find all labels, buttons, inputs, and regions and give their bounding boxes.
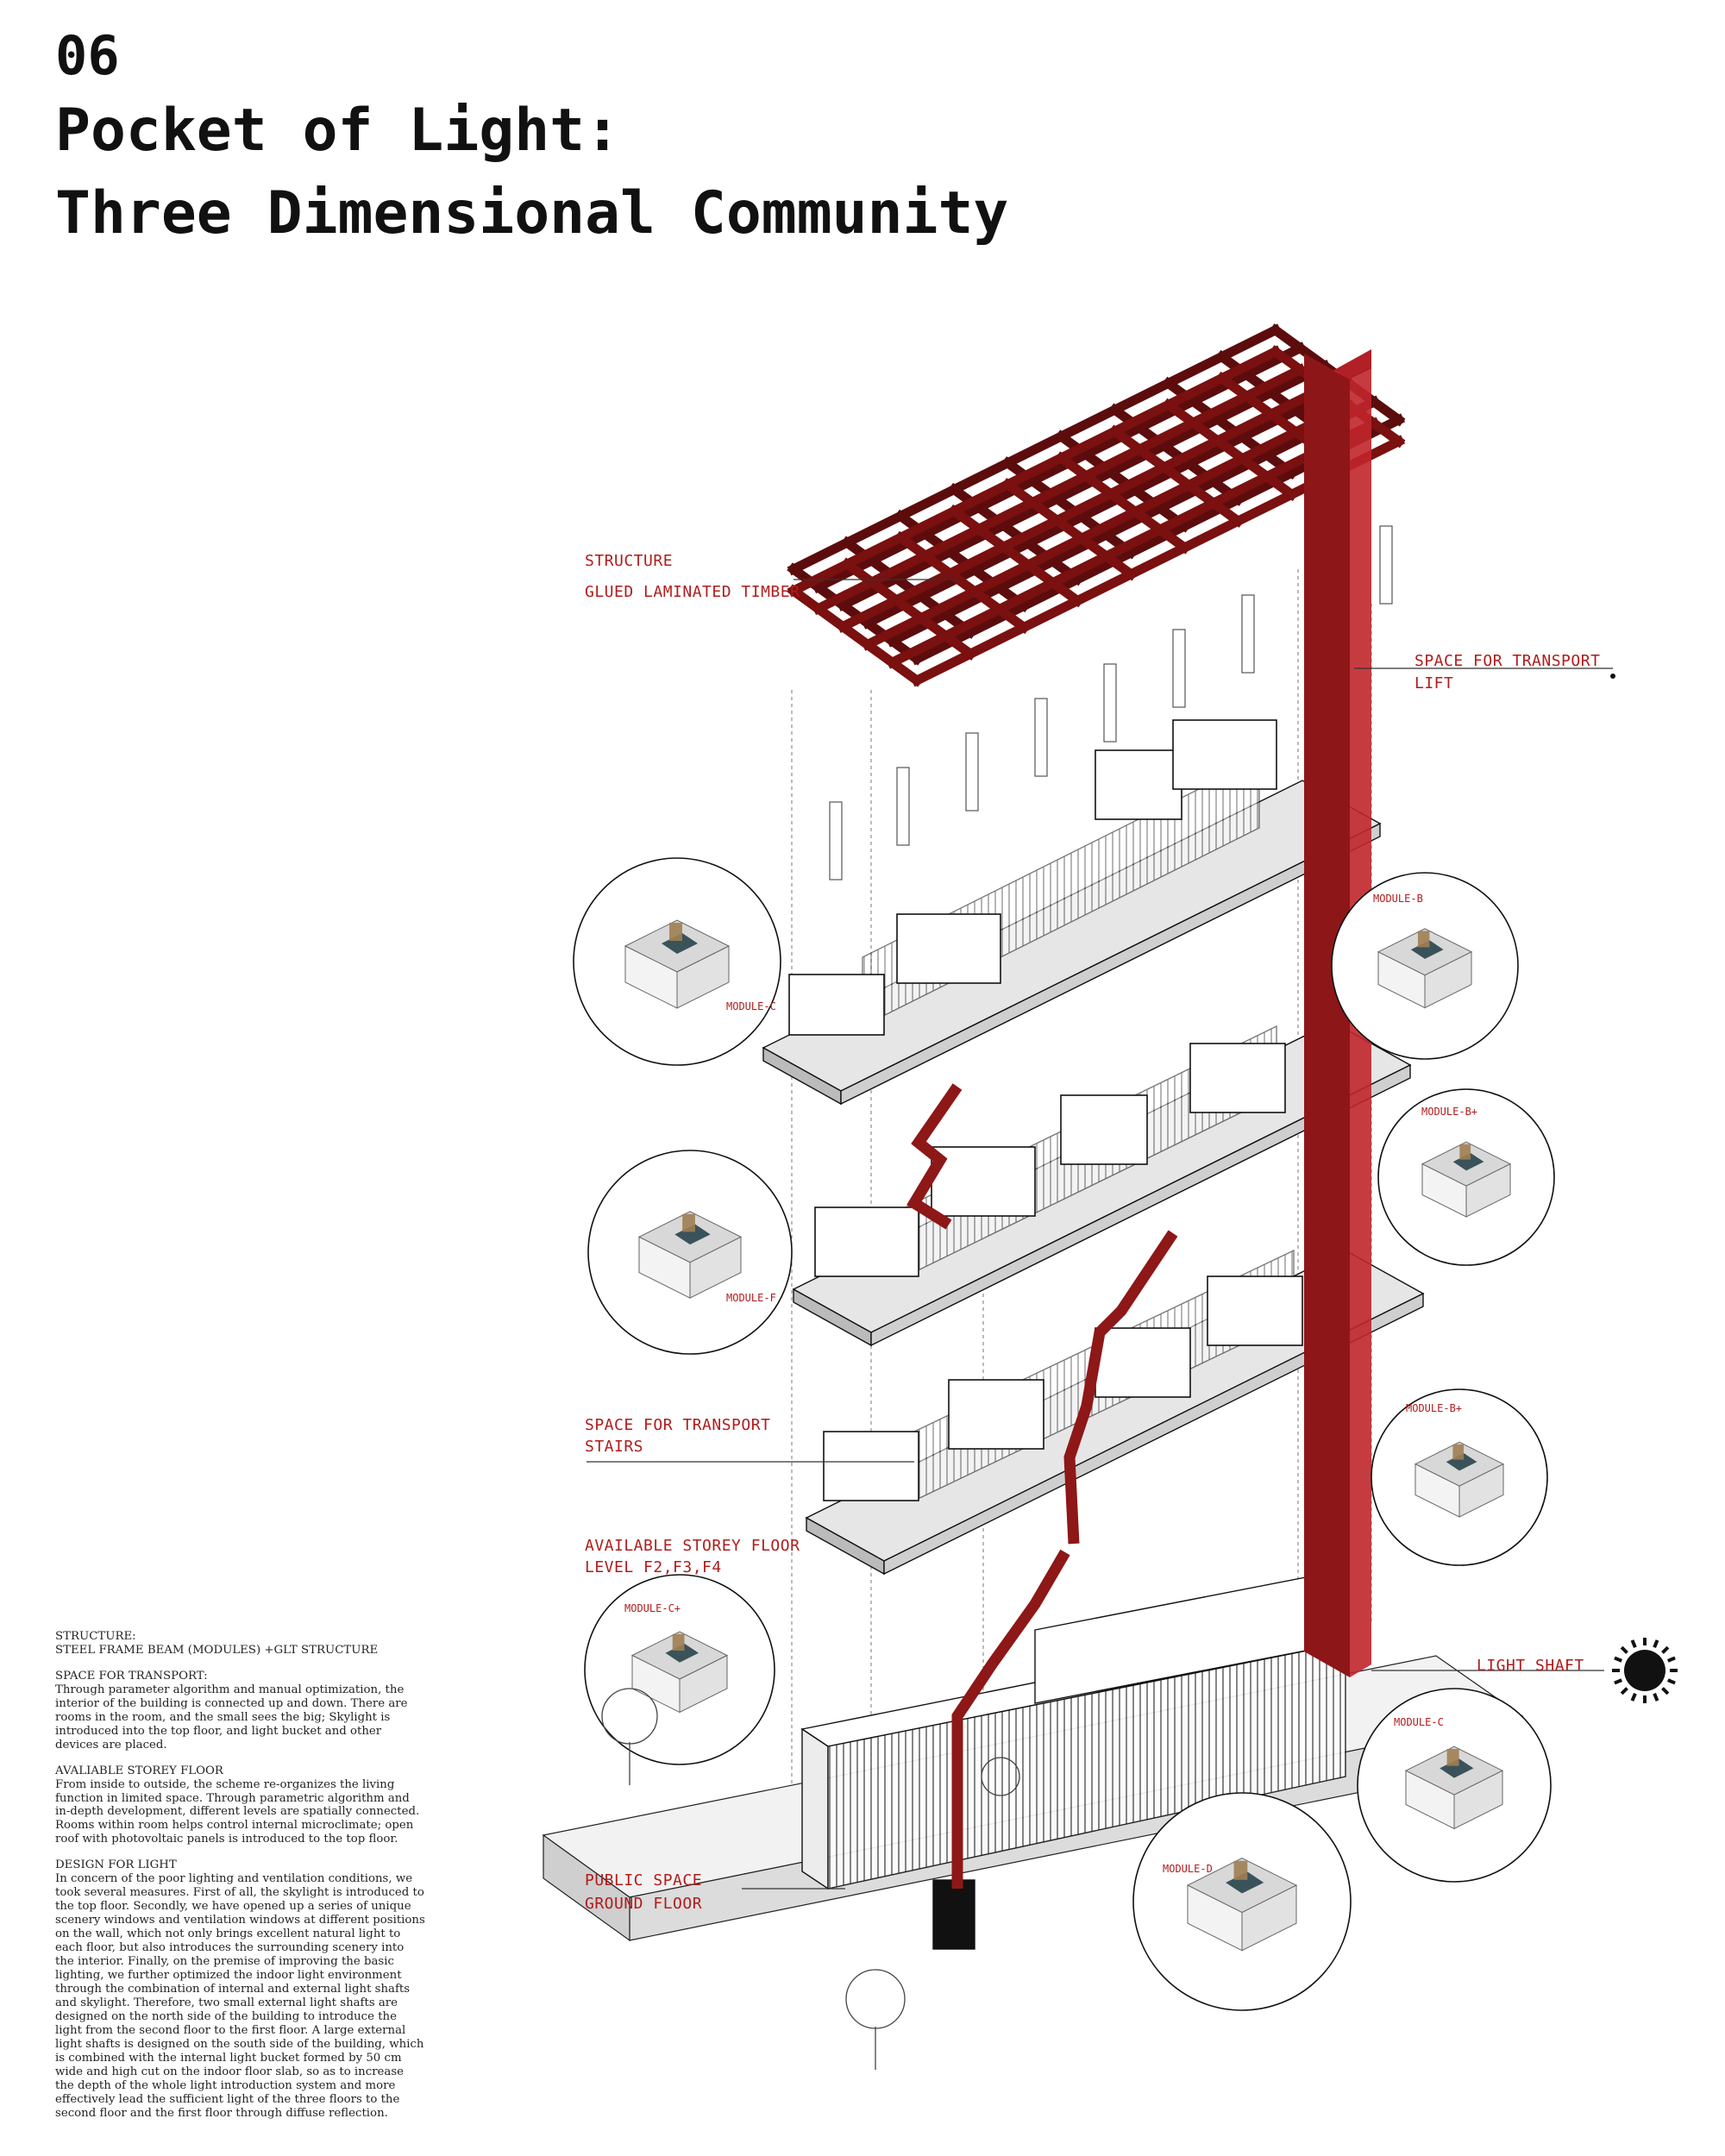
module-bubble xyxy=(587,1150,793,1355)
sun-ray xyxy=(1653,1639,1659,1648)
label-public-space-2: GROUND FLOOR xyxy=(585,1895,703,1913)
glt-beam-cross xyxy=(947,504,1084,608)
sun-ray xyxy=(1620,1645,1628,1654)
glt-beam-long xyxy=(787,345,1283,598)
label-transport-lift-1: SPACE FOR TRANSPORT xyxy=(1414,652,1601,670)
desc-storey-text: From inside to outside, the scheme re-or… xyxy=(55,1777,420,1846)
glt-beam-cross xyxy=(1054,451,1192,555)
stairs xyxy=(906,1083,1178,1889)
module-label-b-plus-2: MODULE-B+ xyxy=(1406,1402,1463,1414)
sun-ray xyxy=(1661,1687,1670,1695)
room-boxes xyxy=(788,719,1303,1501)
label-transport-stairs-1: SPACE FOR TRANSPORT xyxy=(585,1416,771,1434)
sun-ray xyxy=(1667,1656,1676,1663)
sun-ray xyxy=(1653,1693,1659,1702)
page-title-line2: Three Dimensional Community xyxy=(55,179,1009,248)
glt-beam-long xyxy=(836,360,1332,611)
glt-beam-cross xyxy=(1107,424,1245,528)
desc-structure-text: STEEL FRAME BEAM (MODULES) +GLT STRUCTUR… xyxy=(55,1643,379,1657)
glt-beam-long xyxy=(886,395,1381,648)
glt-beam-long xyxy=(861,398,1356,651)
desc-light-text: In concern of the poor lighting and vent… xyxy=(55,1872,425,2120)
desc-transport-text: Through parameter algorithm and manual o… xyxy=(55,1683,408,1752)
leader-lines xyxy=(586,579,1613,1890)
glt-beam-cross xyxy=(1000,478,1138,581)
trees xyxy=(601,1688,1020,2070)
glt-beam-long xyxy=(787,323,1283,576)
sun-ray xyxy=(1667,1678,1676,1685)
desc-structure-heading: STRUCTURE: xyxy=(55,1630,136,1643)
module-label-b: MODULE-B xyxy=(1373,893,1423,905)
module-label-b-plus-1: MODULE-B+ xyxy=(1421,1106,1478,1118)
sun-ray xyxy=(1630,1639,1637,1648)
sun-ray xyxy=(1630,1693,1637,1702)
desc-light-heading: DESIGN FOR LIGHT xyxy=(55,1858,177,1872)
module-label-d: MODULE-D xyxy=(1163,1863,1213,1875)
glt-beam-long xyxy=(861,377,1356,630)
module-label-c-2: MODULE-C xyxy=(1394,1716,1444,1728)
module-bubble xyxy=(1132,1792,1352,2011)
sun-ray xyxy=(1614,1678,1622,1685)
module-bubble xyxy=(1357,1688,1552,1883)
glt-beam-long xyxy=(812,363,1307,616)
sun-ray xyxy=(1661,1645,1670,1654)
glt-beam-long xyxy=(886,417,1381,669)
label-storey-1: AVAILABLE STOREY FLOOR xyxy=(585,1537,800,1555)
label-light-shaft: LIGHT SHAFT xyxy=(1477,1657,1584,1675)
module-bubble xyxy=(1371,1388,1548,1566)
page-title-line1: Pocket of Light: xyxy=(55,97,621,165)
glt-beam-cross xyxy=(1161,398,1299,502)
module-bubble xyxy=(584,1574,775,1765)
glt-roof-grid xyxy=(787,323,1406,687)
glt-beam-long xyxy=(836,381,1332,633)
module-label-c: MODULE-C xyxy=(726,1000,776,1012)
label-transport-stairs-2: STAIRS xyxy=(585,1438,644,1456)
desc-transport-heading: SPACE FOR TRANSPORT: xyxy=(55,1669,208,1683)
sun-ray xyxy=(1614,1656,1622,1663)
module-bubble xyxy=(573,857,781,1066)
sheet-number: 06 xyxy=(55,24,120,87)
label-glt: GLUED LAMINATED TIMBER xyxy=(585,583,800,601)
label-structure: STRUCTURE xyxy=(585,552,674,570)
label-public-space-1: PUBLIC SPACE xyxy=(585,1871,703,1890)
sun-icon xyxy=(1612,1638,1678,1703)
glt-beam-cross xyxy=(894,530,1031,635)
glt-beam-long xyxy=(812,342,1307,594)
module-label-f: MODULE-F xyxy=(726,1292,776,1304)
module-bubble xyxy=(1331,872,1519,1060)
description-block: STRUCTURE: STEEL FRAME BEAM (MODULES) +G… xyxy=(55,1630,426,2120)
glt-beam-cross xyxy=(787,584,924,687)
label-storey-2: LEVEL F2,F3,F4 xyxy=(585,1558,722,1576)
sun-ray xyxy=(1620,1687,1628,1695)
module-bubble xyxy=(1377,1088,1555,1266)
desc-storey-heading: AVALIABLE STOREY FLOOR xyxy=(55,1764,223,1777)
module-label-c-plus: MODULE-C+ xyxy=(624,1602,681,1614)
module-bubbles xyxy=(573,857,1555,2011)
label-transport-lift-2: LIFT xyxy=(1414,674,1454,693)
